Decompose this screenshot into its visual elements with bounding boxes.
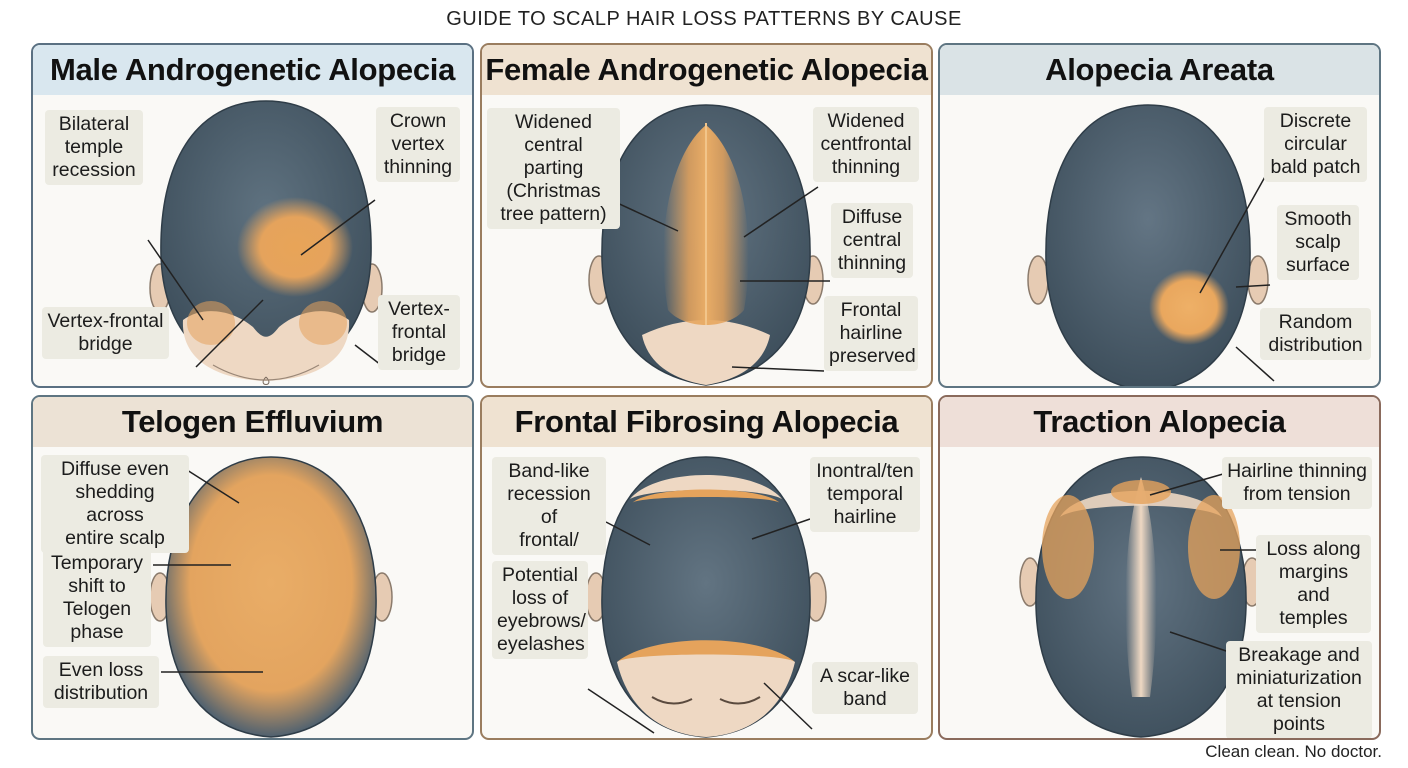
label-inontral-temporal-hairline: Inontral/ten temporal hairline (810, 457, 920, 532)
panel-title: Traction Alopecia (940, 397, 1379, 447)
label-loss-along-margins: Loss along margins and temples (1256, 535, 1371, 633)
panel-title: Telogen Effluvium (33, 397, 472, 447)
label-diffuse-central-thinning: Diffuse central thinning (831, 203, 913, 278)
areata-scalp-illustration (1027, 104, 1275, 386)
panel-alopecia-areata: Alopecia Areata Discrete circular bald p… (938, 43, 1381, 388)
frontal-fibrosing-scalp-illustration (585, 456, 827, 738)
panel-male-androgenetic-alopecia: Male Androgenetic Alopecia Bilateral tem… (31, 43, 474, 388)
label-crown-vertex-thinning: Crown vertex thinning (376, 107, 460, 182)
page-title: GUIDE TO SCALP HAIR LOSS PATTERNS BY CAU… (446, 8, 962, 30)
label-temporary-shift-telogen: Temporary shift to Telogen phase (43, 549, 151, 647)
panel-female-androgenetic-alopecia: Female Androgenetic Alopecia Widened cen… (480, 43, 933, 388)
label-band-like-recession: Band-like recession of frontal/ (492, 457, 606, 555)
label-even-loss-distribution: Even loss distribution (43, 656, 159, 708)
panel-title: Male Androgenetic Alopecia (33, 45, 472, 95)
panel-title: Frontal Fibrosing Alopecia (482, 397, 931, 447)
label-scar-like-band: A scar-like band (812, 662, 918, 714)
label-vertex-frontal-bridge-left: Vertex-frontal bridge (42, 307, 169, 359)
label-random-distribution: Random distribution (1260, 308, 1371, 360)
label-potential-loss-eyebrows: Potential loss of eyebrows/ eyelashes (492, 561, 588, 659)
panel-telogen-effluvium: Telogen Effluvium Diffuse even shedding … (31, 395, 474, 740)
label-discrete-circular-bald-patch: Discrete circular bald patch (1264, 107, 1367, 182)
panel-title: Alopecia Areata (940, 45, 1379, 95)
label-hairline-thinning-tension: Hairline thinning from tension (1222, 457, 1372, 509)
label-frontal-hairline-preserved: Frontal hairline preserved (824, 296, 918, 371)
female-pattern-scalp-illustration (588, 104, 830, 386)
label-bilateral-temple-recession: Bilateral temple recession (45, 110, 143, 185)
traction-scalp-illustration (1019, 456, 1263, 738)
footer-note: Clean clean. No doctor. (1205, 742, 1382, 761)
male-pattern-scalp-illustration (147, 100, 383, 385)
panel-frontal-fibrosing-alopecia: Frontal Fibrosing Alopecia Band-like rec… (480, 395, 933, 740)
panel-title: Female Androgenetic Alopecia (482, 45, 931, 95)
label-vertex-frontal-bridge-right: Vertex- frontal bridge (378, 295, 460, 370)
label-widened-central-parting: Widened central parting (Christmas tree … (487, 108, 620, 229)
label-diffuse-even-shedding: Diffuse even shedding across entire scal… (41, 455, 189, 553)
panel-traction-alopecia: Traction Alopecia Hairline thinning from… (938, 395, 1381, 740)
label-smooth-scalp-surface: Smooth scalp surface (1277, 205, 1359, 280)
label-widened-centfrontal-thinning: Widened centfrontal thinning (813, 107, 919, 182)
label-breakage-miniaturization: Breakage and miniaturization at tension … (1226, 641, 1372, 738)
